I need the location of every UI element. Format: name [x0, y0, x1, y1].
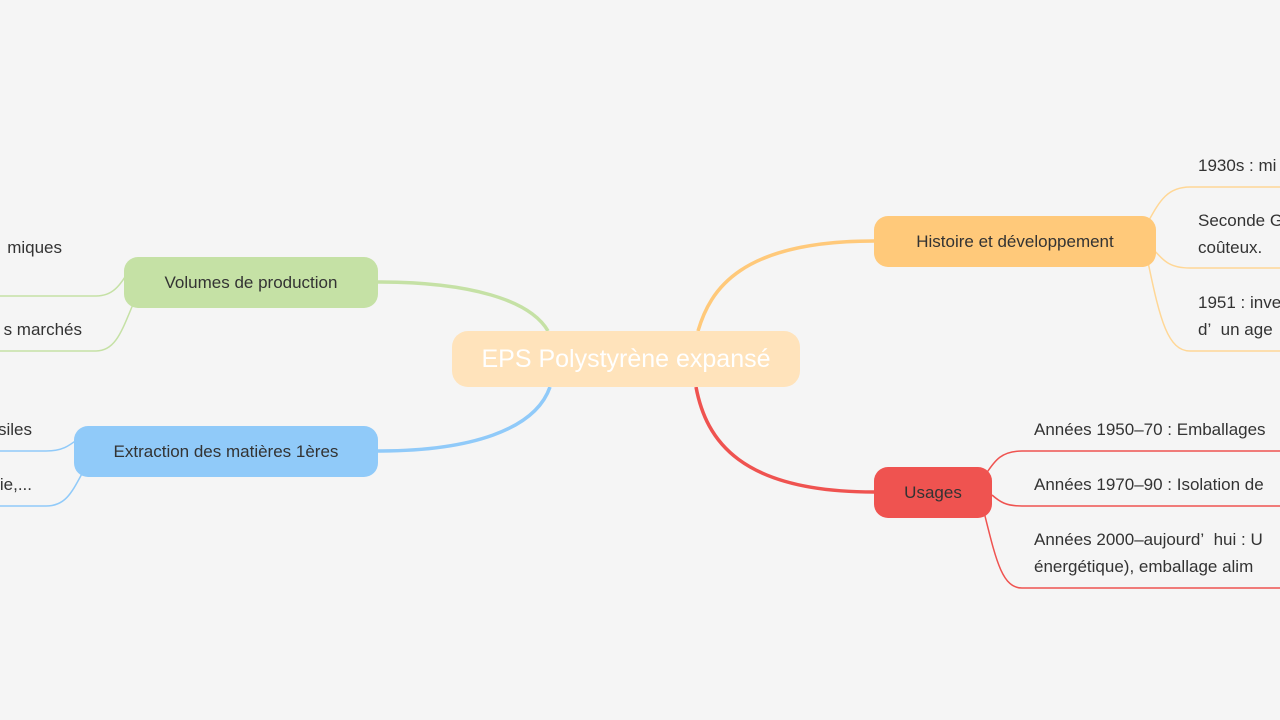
leaf-histoire-1[interactable]: 1930s : mi — [1198, 152, 1276, 179]
link-extraction — [377, 386, 552, 453]
leaf-line: siles — [0, 420, 32, 439]
leaf-line: miques — [7, 238, 62, 257]
leaf-line: 1951 : inve — [1198, 293, 1280, 312]
leaf-volumes-2[interactable]: s marchés — [0, 316, 82, 343]
link-histoire — [696, 239, 875, 332]
link-extraction-leaf-2 — [0, 469, 85, 507]
leaf-line: ie,... — [0, 475, 32, 494]
link-histoire-leaf-1 — [1147, 186, 1280, 223]
leaf-line: s marchés — [3, 320, 82, 339]
branch-extraction[interactable]: Extraction des matières 1ères — [74, 426, 378, 477]
link-histoire-leaf-3 — [1147, 261, 1280, 352]
leaf-line: Années 1970–90 : Isolation de — [1034, 475, 1264, 494]
link-usages-leaf-3 — [983, 511, 1280, 589]
link-volumes-leaf-2 — [0, 301, 135, 352]
root-topic[interactable]: EPS Polystyrène expansé — [452, 331, 800, 387]
link-usages-leaf-2 — [991, 494, 1280, 507]
branch-usages[interactable]: Usages — [874, 467, 992, 518]
leaf-line: Seconde G — [1198, 211, 1280, 230]
leaf-volumes-1[interactable]: miques — [0, 234, 62, 261]
leaf-usages-3[interactable]: Années 2000–aujourd’ hui : U énergétique… — [1034, 526, 1263, 580]
leaf-line: d’ un age — [1198, 320, 1273, 339]
leaf-extraction-2[interactable]: ie,... — [0, 471, 32, 498]
branch-volumes[interactable]: Volumes de production — [124, 257, 378, 308]
leaf-line: coûteux. — [1198, 238, 1263, 257]
leaf-histoire-3[interactable]: 1951 : inve d’ un age — [1198, 289, 1280, 343]
link-volumes-leaf-1 — [0, 265, 133, 297]
leaf-line: Années 1950–70 : Emballages — [1034, 420, 1266, 439]
link-volumes — [377, 280, 550, 332]
leaf-histoire-2[interactable]: Seconde G coûteux. — [1198, 207, 1280, 261]
leaf-usages-1[interactable]: Années 1950–70 : Emballages — [1034, 416, 1266, 443]
leaf-line: énergétique), emballage alim — [1034, 557, 1254, 576]
leaf-usages-2[interactable]: Années 1970–90 : Isolation de — [1034, 471, 1264, 498]
leaf-line: 1930s : mi — [1198, 156, 1277, 175]
link-usages-leaf-1 — [985, 450, 1280, 475]
leaf-line: Années 2000–aujourd’ hui : U — [1034, 530, 1263, 549]
branch-histoire[interactable]: Histoire et développement — [874, 216, 1156, 267]
leaf-extraction-1[interactable]: siles — [0, 416, 32, 443]
link-usages — [694, 386, 875, 494]
